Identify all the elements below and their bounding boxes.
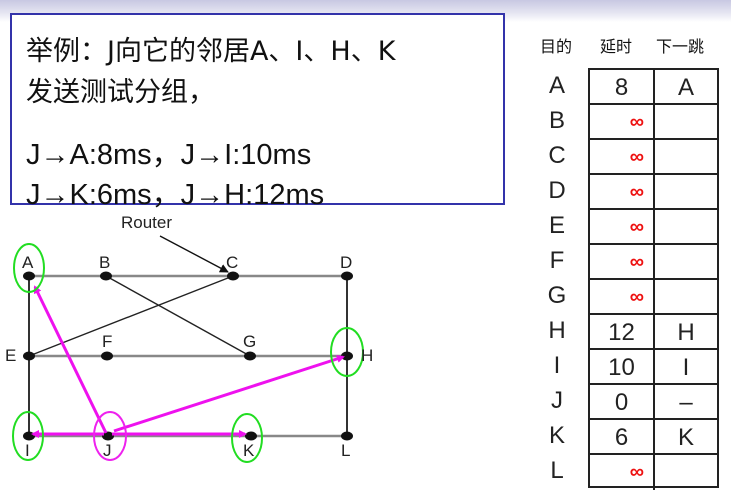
example-line-2: 发送测试分组， — [26, 77, 215, 108]
next-hop-cell: – — [655, 385, 717, 420]
row-label-a: A — [548, 72, 565, 99]
router-nodes — [23, 271, 353, 441]
delay-line-1: J→A:8ms，J→I:10ms — [26, 139, 312, 171]
header-destination: 目的 — [540, 37, 573, 56]
next-hop-cell — [655, 175, 717, 210]
node-label-c: C — [226, 253, 239, 272]
row-label-i: I — [553, 352, 561, 379]
network-topology-diagram — [12, 235, 364, 463]
row-label-e: E — [548, 212, 565, 239]
network-links — [29, 274, 347, 438]
node-label-b: B — [99, 253, 111, 272]
delay-cell: 10 — [590, 350, 655, 385]
row-label-k: K — [548, 422, 565, 449]
delay-cell: 12 — [590, 315, 655, 350]
row-label-f: F — [549, 247, 565, 274]
router-pointer-arrow — [159, 235, 229, 273]
node-label-j: J — [103, 441, 112, 460]
next-hop-cell: A — [655, 70, 717, 105]
delay-cell-infinity: ∞ — [590, 105, 655, 140]
header-next-hop: 下一跳 — [656, 37, 705, 56]
delay-cell-infinity: ∞ — [590, 455, 655, 490]
delay-cell-infinity: ∞ — [590, 140, 655, 175]
next-hop-cell: K — [655, 420, 717, 455]
node-label-i: I — [25, 441, 30, 460]
next-hop-cell — [655, 455, 717, 490]
delay-cell-infinity: ∞ — [590, 210, 655, 245]
row-label-j: J — [551, 387, 563, 414]
next-hop-cell: H — [655, 315, 717, 350]
example-line-1: 举例：J向它的邻居A、I、H、K — [26, 36, 396, 67]
next-hop-cell — [655, 245, 717, 280]
row-label-h: H — [548, 317, 566, 344]
delay-line-2: J→K:6ms，J→H:12ms — [26, 179, 325, 211]
node-label-h: H — [361, 346, 374, 365]
next-hop-cell — [655, 210, 717, 245]
delay-cell-infinity: ∞ — [590, 245, 655, 280]
probe-arrows — [31, 285, 345, 438]
delay-cell-infinity: ∞ — [590, 280, 655, 315]
next-hop-cell: I — [655, 350, 717, 385]
example-text-box: 举例：J向它的邻居A、I、H、K 发送测试分组， J→A:8ms，J→I:10m… — [10, 13, 505, 211]
delay-cell-infinity: ∞ — [590, 175, 655, 210]
next-hop-cell — [655, 140, 717, 175]
node-label-a: A — [22, 253, 34, 272]
node-label-f: F — [102, 332, 113, 351]
node-label-l: L — [341, 441, 351, 460]
row-label-l: L — [550, 457, 564, 484]
node-label-d: D — [340, 253, 353, 272]
node-label-g: G — [243, 332, 257, 351]
delay-cell: 0 — [590, 385, 655, 420]
row-label-c: C — [548, 142, 566, 169]
next-hop-cell — [655, 105, 717, 140]
row-label-g: G — [547, 282, 567, 309]
delay-cell: 8 — [590, 70, 655, 105]
next-hop-cell — [655, 280, 717, 315]
row-label-d: D — [548, 177, 566, 204]
node-label-k: K — [243, 441, 255, 460]
delay-cell: 6 — [590, 420, 655, 455]
header-delay: 延时 — [600, 37, 633, 56]
row-label-b: B — [548, 107, 565, 134]
neighbor-highlights — [12, 243, 364, 463]
node-label-e: E — [5, 346, 17, 365]
router-label: Router — [121, 213, 173, 232]
routing-table: 8 A ∞ ∞ ∞ ∞ ∞ ∞ 12 H 10 I 0 – 6 K ∞ — [588, 68, 719, 490]
